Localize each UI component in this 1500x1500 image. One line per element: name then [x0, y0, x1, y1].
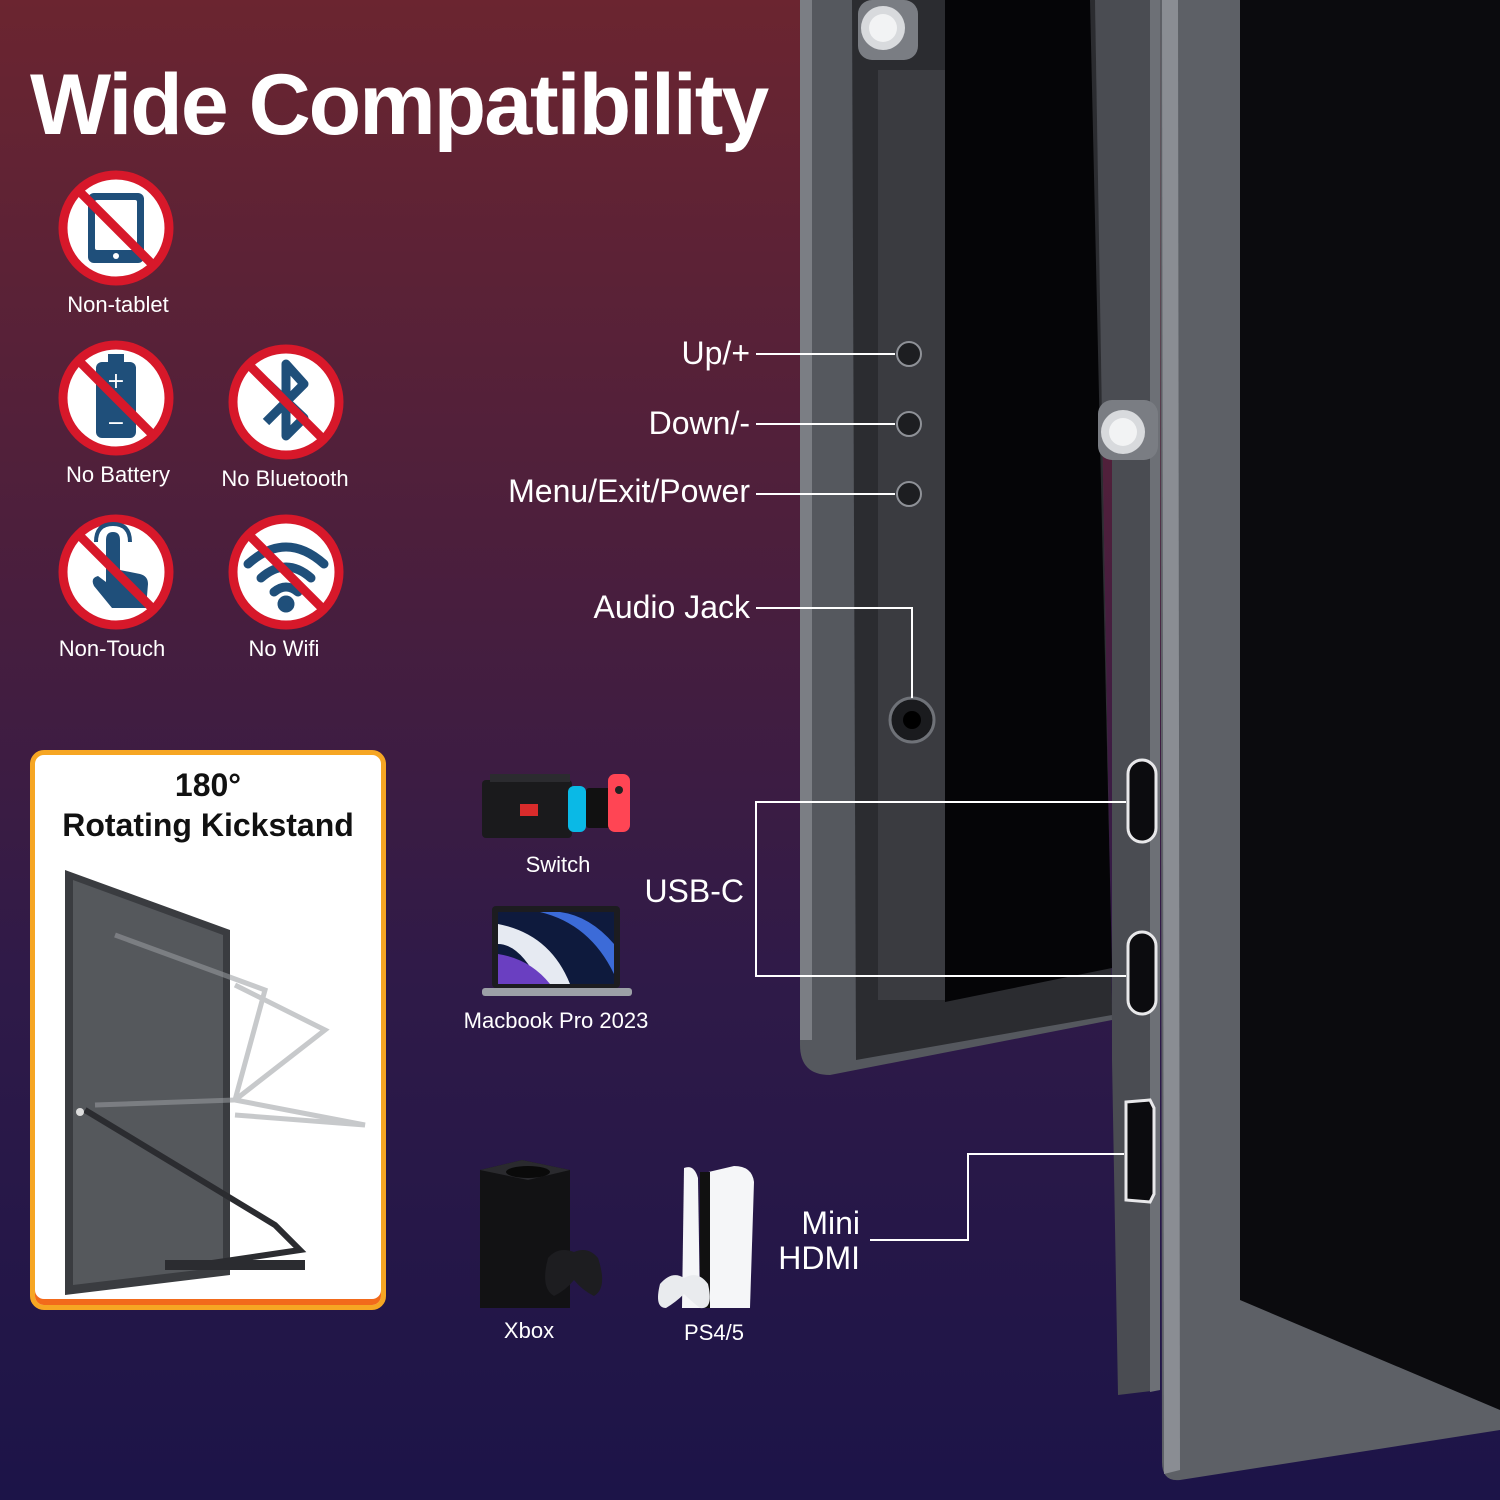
device-label-xbox: Xbox: [503, 1318, 555, 1343]
device-label-ps: PS4/5: [684, 1320, 744, 1345]
callout-audio-jack: Audio Jack: [593, 589, 750, 625]
feature-label: No Wifi: [248, 636, 320, 661]
ps-image: [658, 1166, 754, 1309]
no-battery-badge: + −: [58, 340, 174, 456]
callout-mini-hdmi-line2: HDMI: [778, 1240, 860, 1277]
switch-image: [482, 774, 630, 838]
device-label-macbook: Macbook Pro 2023: [463, 1008, 649, 1033]
kickstand-label: Rotating Kickstand: [62, 807, 354, 843]
kickstand-angle: 180°: [174, 767, 242, 803]
callout-up: Up/+: [681, 335, 750, 371]
callout-mini-hdmi: Mini HDMI: [740, 1205, 860, 1277]
callout-menu: Menu/Exit/Power: [508, 473, 750, 509]
kickstand-card: 180° Rotating Kickstand: [30, 750, 386, 1310]
callout-mini-hdmi-line1: Mini: [801, 1205, 860, 1241]
kickstand-illustration: [65, 870, 366, 1295]
no-wifi-badge: [228, 514, 344, 630]
callout-usb-c: USB-C: [644, 873, 744, 909]
xbox-image: [480, 1160, 603, 1308]
feature-label: Non-tablet: [67, 292, 169, 317]
macbook-image: [482, 906, 632, 996]
feature-label: No Bluetooth: [221, 466, 349, 491]
callout-down: Down/-: [648, 405, 750, 441]
feature-label: Non-Touch: [58, 636, 166, 661]
no-bluetooth-badge: [228, 344, 344, 460]
kickstand-title: 180° Rotating Kickstand: [35, 765, 381, 845]
no-tablet-badge: [58, 170, 174, 286]
page-title: Wide Compatibility: [30, 57, 769, 153]
no-touch-badge: [58, 514, 174, 630]
wifi-icon: [243, 542, 329, 613]
svg-text:−: −: [107, 411, 125, 436]
feature-label: No Battery: [66, 462, 170, 487]
device-label-switch: Switch: [525, 852, 591, 877]
